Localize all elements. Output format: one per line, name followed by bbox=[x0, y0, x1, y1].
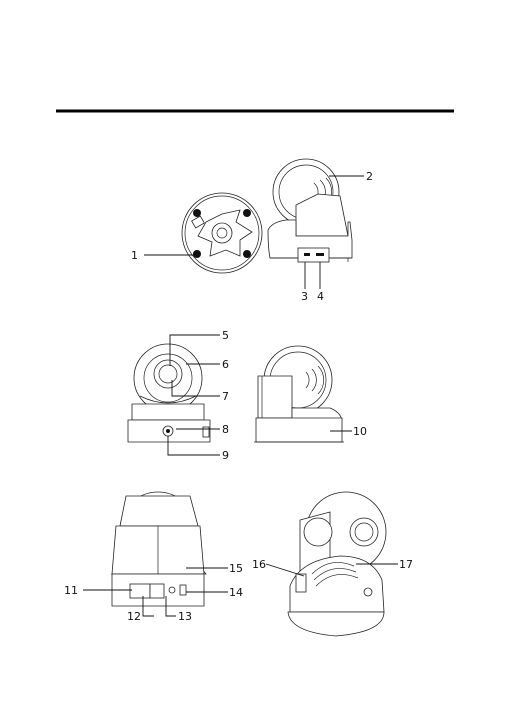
callout-7: 7 bbox=[222, 390, 229, 403]
callout-4: 4 bbox=[317, 290, 324, 303]
callout-10: 10 bbox=[353, 425, 367, 438]
camera-front-view bbox=[128, 344, 210, 442]
callout-13: 13 bbox=[178, 610, 192, 623]
callout-6: 6 bbox=[222, 358, 229, 371]
callout-17: 17 bbox=[399, 558, 413, 571]
callout-14: 14 bbox=[229, 586, 243, 599]
camera-side-view-top bbox=[268, 159, 352, 262]
callout-5: 5 bbox=[222, 329, 229, 342]
callout-9: 9 bbox=[222, 449, 229, 462]
callout-11: 11 bbox=[64, 584, 78, 597]
callout-12: 12 bbox=[127, 610, 141, 623]
camera-bottom-view bbox=[182, 193, 262, 273]
callout-15: 15 bbox=[229, 562, 243, 575]
camera-rear-view bbox=[112, 492, 206, 606]
camera-side-view-middle bbox=[254, 346, 344, 442]
callout-3: 3 bbox=[301, 290, 308, 303]
callout-2: 2 bbox=[366, 170, 373, 183]
callout-16: 16 bbox=[252, 558, 266, 571]
callout-1: 1 bbox=[131, 249, 138, 262]
callout-8: 8 bbox=[222, 423, 229, 436]
